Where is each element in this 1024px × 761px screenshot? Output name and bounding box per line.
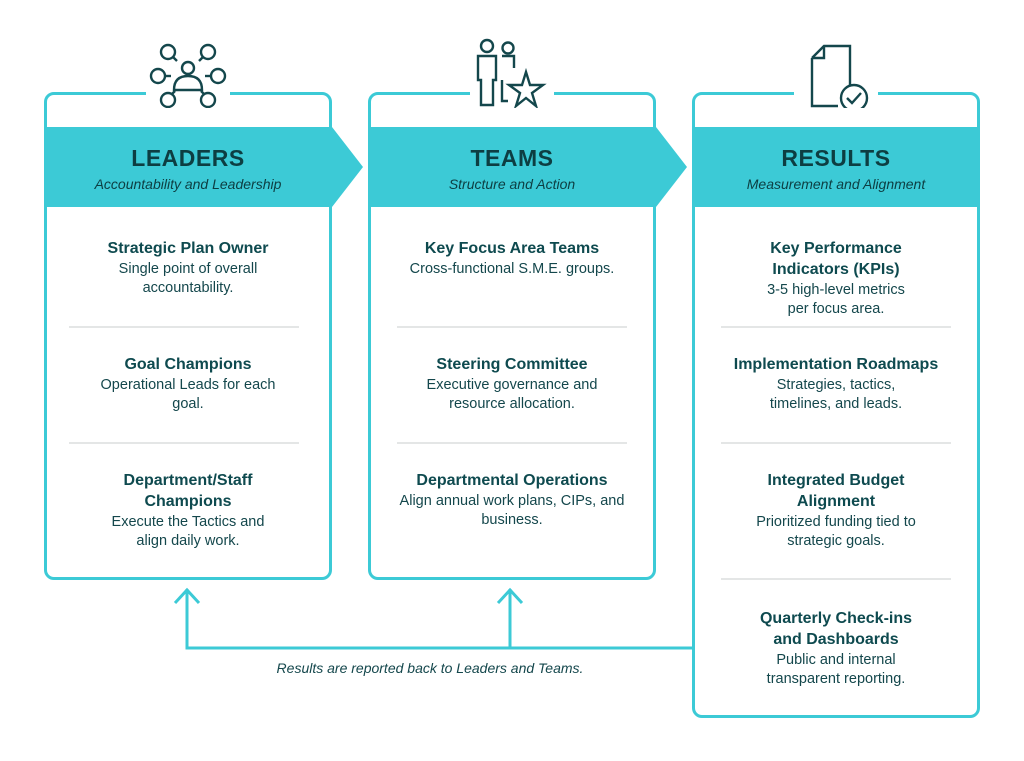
- column-subtitle: Accountability and Leadership: [94, 176, 282, 192]
- item-title: Quarterly Check-ins and Dashboards: [759, 610, 913, 648]
- divider: [721, 442, 951, 444]
- item-title: Department/Staff Champions: [123, 472, 253, 510]
- feedback-caption: Results are reported back to Leaders and…: [276, 660, 584, 676]
- list-item: Departmental Operations Align annual wor…: [371, 470, 653, 530]
- item-title: Key Focus Area Teams: [424, 240, 600, 257]
- document-check-icon: [794, 38, 878, 113]
- divider: [397, 326, 627, 328]
- list-item: Goal Champions Operational Leads for eac…: [47, 354, 329, 414]
- divider: [721, 578, 951, 580]
- item-title: Key Performance Indicators (KPIs): [770, 240, 902, 278]
- feedback-line: [185, 589, 692, 650]
- list-item: Strategic Plan Owner Single point of ove…: [47, 238, 329, 298]
- item-desc: Executive governance and resource alloca…: [426, 377, 598, 412]
- item-desc: Public and internal transparent reportin…: [766, 652, 906, 687]
- team-star-icon: [470, 38, 554, 110]
- list-item: Implementation Roadmaps Strategies, tact…: [695, 354, 977, 414]
- divider: [69, 442, 299, 444]
- item-desc: Cross-functional S.M.E. groups.: [409, 261, 615, 277]
- list-item: Key Focus Area Teams Cross-functional S.…: [371, 238, 653, 279]
- list-item: Steering Committee Executive governance …: [371, 354, 653, 414]
- item-desc: Prioritized funding tied to strategic go…: [756, 514, 916, 549]
- teams-header: TEAMS Structure and Action: [368, 127, 656, 207]
- list-item: Department/Staff Champions Execute the T…: [47, 470, 329, 551]
- divider: [69, 326, 299, 328]
- item-desc: Strategies, tactics, timelines, and lead…: [769, 377, 903, 412]
- item-desc: Align annual work plans, CIPs, and busin…: [399, 493, 625, 528]
- divider: [721, 326, 951, 328]
- column-title: LEADERS: [131, 145, 245, 171]
- item-desc: Single point of overall accountability.: [118, 261, 258, 296]
- item-title: Strategic Plan Owner: [107, 240, 269, 257]
- item-desc: 3-5 high-level metrics per focus area.: [767, 282, 905, 317]
- column-subtitle: Measurement and Alignment: [746, 176, 926, 192]
- item-title: Steering Committee: [436, 356, 588, 373]
- arrow-up-teams-icon: [496, 587, 524, 605]
- column-title: TEAMS: [470, 145, 554, 171]
- column-subtitle: Structure and Action: [448, 176, 576, 192]
- item-desc: Execute the Tactics and align daily work…: [111, 514, 265, 549]
- list-item: Integrated Budget Alignment Prioritized …: [695, 470, 977, 551]
- results-header: RESULTS Measurement and Alignment: [692, 127, 980, 207]
- item-title: Integrated Budget Alignment: [767, 472, 905, 510]
- item-desc: Operational Leads for each goal.: [100, 377, 276, 412]
- leaders-header: LEADERS Accountability and Leadership: [44, 127, 332, 207]
- list-item: Quarterly Check-ins and Dashboards Publi…: [695, 608, 977, 689]
- arrow-up-leaders-icon: [173, 587, 201, 605]
- list-item: Key Performance Indicators (KPIs) 3-5 hi…: [695, 238, 977, 319]
- divider: [397, 442, 627, 444]
- item-title: Implementation Roadmaps: [733, 356, 939, 373]
- column-title: RESULTS: [781, 145, 891, 171]
- people-network-icon: [146, 38, 230, 109]
- item-title: Goal Champions: [124, 356, 252, 373]
- item-title: Departmental Operations: [416, 472, 608, 489]
